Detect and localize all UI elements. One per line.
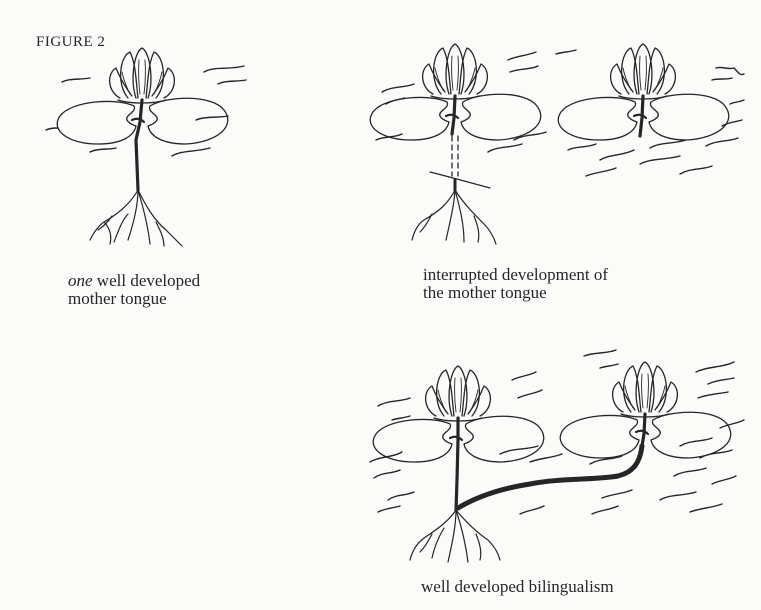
caption-line-1: well developed bilingualism — [421, 578, 614, 596]
caption-line-2: the mother tongue — [423, 284, 608, 302]
caption-line-1-rest: well developed — [93, 271, 201, 290]
caption-mother-tongue: one well developed mother tongue — [68, 272, 200, 308]
caption-interrupted: interrupted development of the mother to… — [423, 266, 608, 302]
roots — [410, 510, 500, 562]
plant-mother-tongue — [46, 48, 246, 246]
caption-line-1: interrupted development of — [423, 266, 608, 284]
water-ripples — [46, 66, 246, 156]
roots — [90, 190, 182, 246]
plant-bilingual-left — [373, 366, 544, 562]
caption-bilingualism: well developed bilingualism — [421, 578, 614, 596]
water-ripples-3 — [370, 350, 744, 514]
caption-line-2: mother tongue — [68, 290, 200, 308]
plant-interrupted-left — [370, 44, 541, 244]
roots — [412, 190, 496, 244]
plant-bilingual-right — [560, 362, 731, 458]
caption-italic-word: one — [68, 271, 93, 290]
plant-interrupted-right — [558, 44, 729, 140]
connecting-stem — [458, 446, 642, 508]
caption-line-1: one well developed — [68, 272, 200, 290]
